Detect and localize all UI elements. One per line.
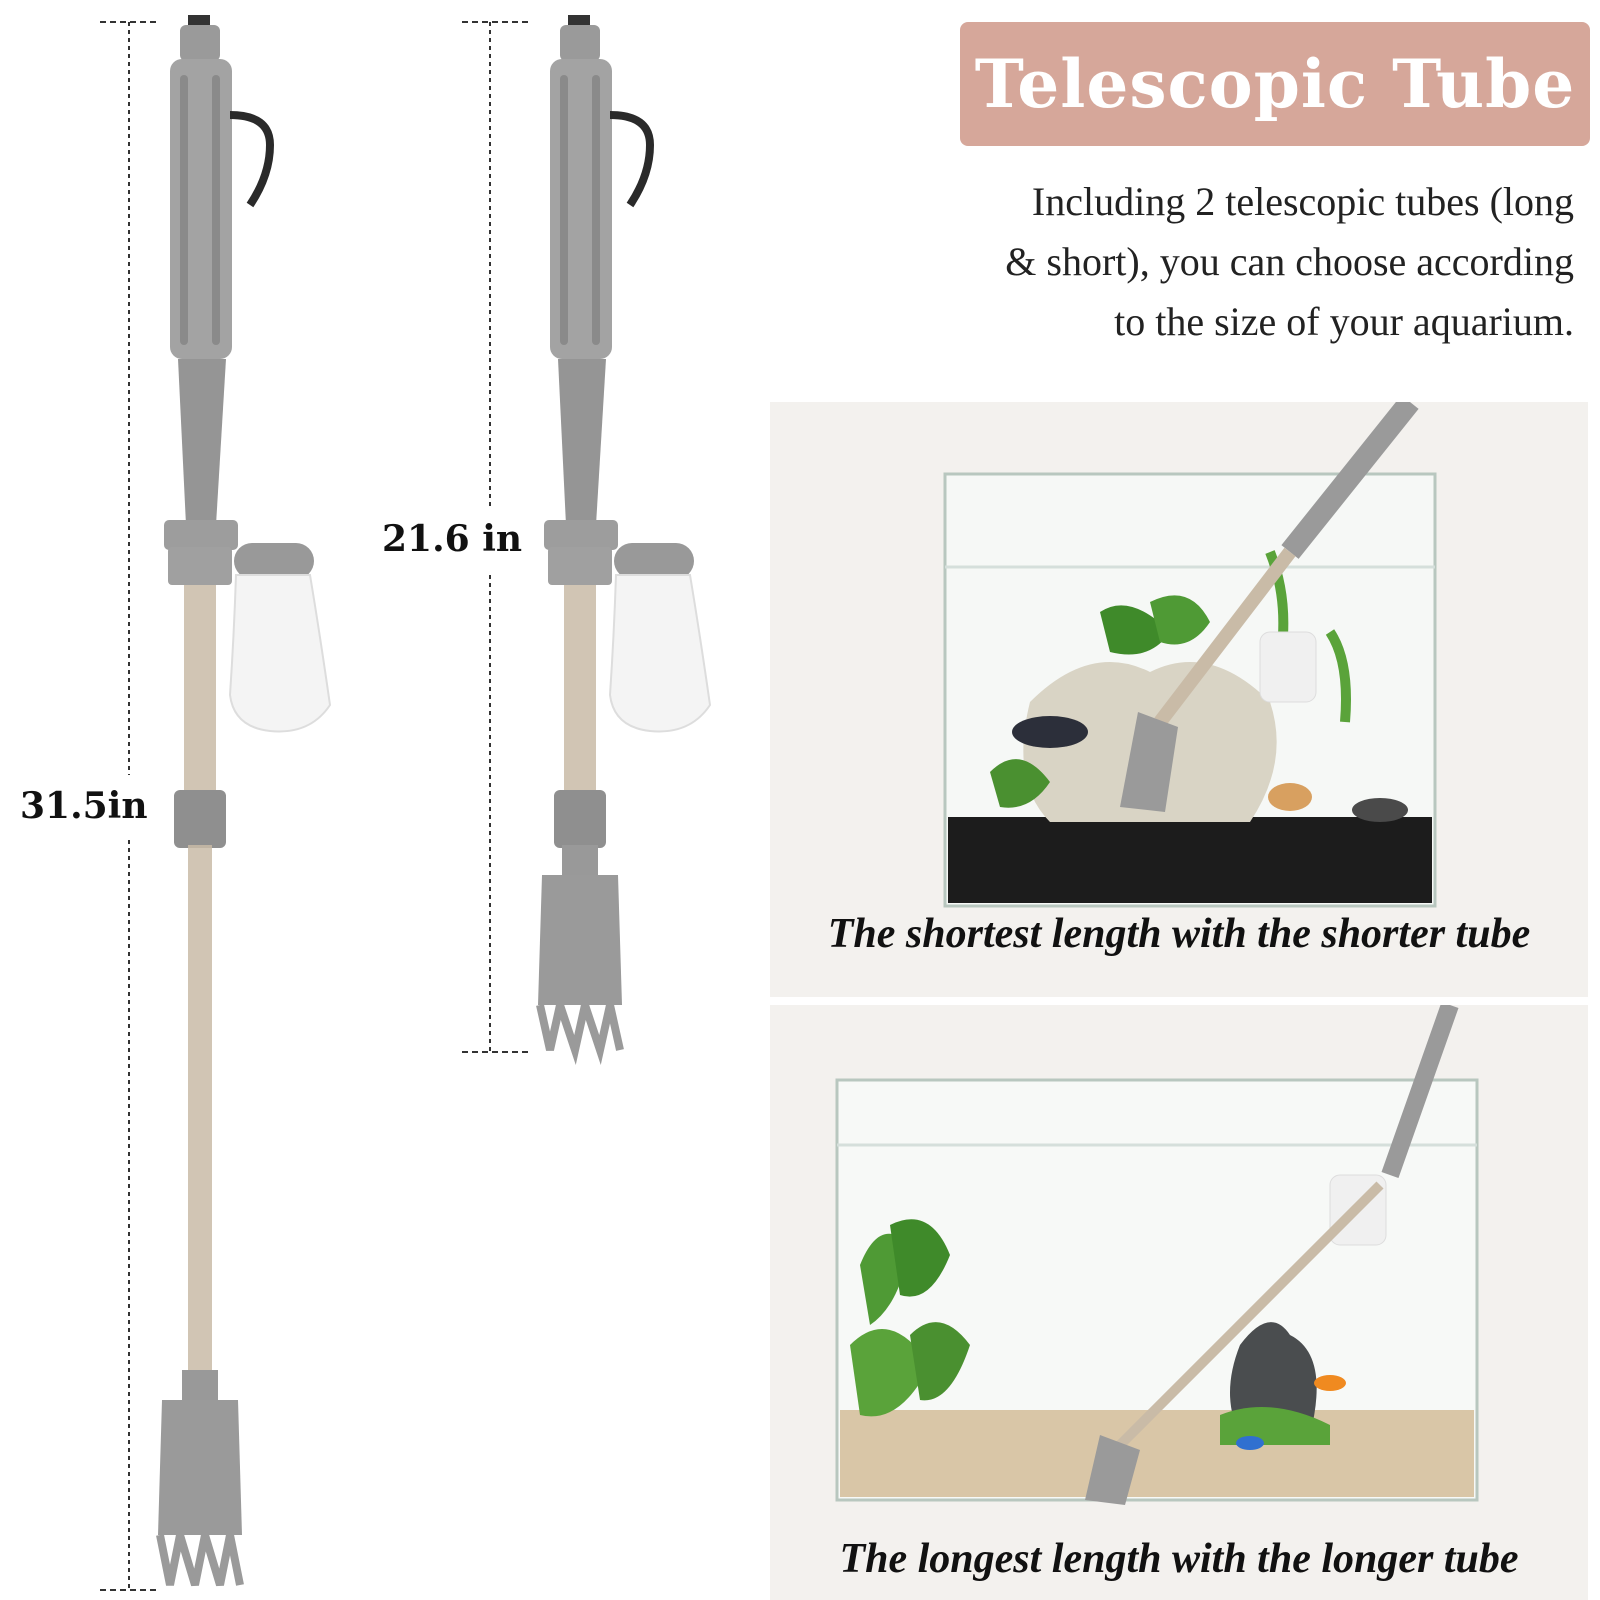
long-length-label: 31.5in [20,785,148,827]
long-gravel-cleaner-illustration [156,15,332,1587]
description-line: to the size of your aquarium. [1114,299,1574,344]
dimension-lines [100,21,528,1591]
page-title: Telescopic Tube [974,45,1576,123]
short-gravel-cleaner-illustration [536,15,712,1065]
description-line: Including 2 telescopic tubes (long [1031,179,1574,224]
long-tube-aquarium-panel: The longest length with the longer tube [770,1005,1588,1600]
title-banner: Telescopic Tube [960,22,1590,146]
description-line: & short), you can choose according [1005,239,1574,284]
short-tube-caption: The shortest length with the shorter tub… [827,911,1531,957]
short-length-label: 21.6 in [382,518,523,560]
long-tube-caption: The longest length with the longer tube [839,1536,1519,1582]
short-tube-aquarium-panel: The shortest length with the shorter tub… [770,402,1588,997]
short-tube-aquarium-image [943,402,1437,908]
description: Including 2 telescopic tubes (long & sho… [834,172,1574,352]
long-tube-aquarium-image [835,1005,1479,1505]
